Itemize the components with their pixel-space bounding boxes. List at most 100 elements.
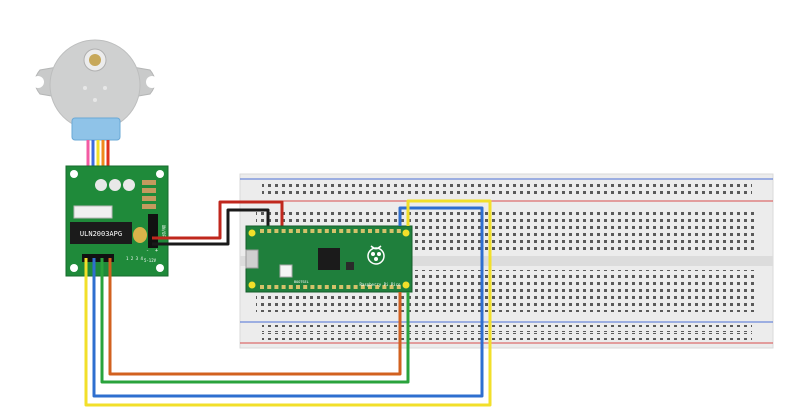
driver-mount-hole: [70, 264, 78, 272]
pico-pin: [274, 285, 279, 289]
center-channel: [240, 256, 773, 266]
bottom-rail-holes-1: [262, 325, 752, 332]
wire-yellow-in4: [84, 199, 492, 407]
power-wires: [152, 200, 284, 246]
pico-pin: [310, 229, 315, 233]
pico-pin: [360, 285, 365, 289]
pico-pin: [368, 285, 372, 289]
led-icon: [95, 179, 107, 191]
pico-pin: [288, 285, 293, 289]
pico-pin: [332, 285, 336, 289]
motor-wire-cap: [71, 117, 121, 141]
wire-blue-in3: [92, 206, 484, 398]
motor-connector: [73, 205, 113, 219]
wire-black-gnd: [152, 208, 270, 246]
minus-label: -: [146, 248, 149, 254]
motor-dot: [83, 86, 87, 90]
pico-pin: [296, 285, 300, 289]
pico-pin: [382, 229, 387, 233]
pico-pin: [396, 229, 401, 233]
motor-left-hole: [32, 76, 44, 88]
bootsel-label: BOOTSEL: [294, 280, 309, 284]
pico-pin: [375, 229, 380, 233]
capacitor: [133, 227, 147, 243]
bootsel-button[interactable]: [279, 264, 293, 278]
pico-pin: [317, 229, 322, 233]
breadboard: [239, 173, 774, 349]
pico-small-chip: [346, 262, 354, 270]
resistor: [142, 204, 156, 209]
pico-pin: [288, 229, 293, 233]
resistor: [142, 188, 156, 193]
pico-brand-label: Raspberry Pi Pico: [360, 282, 402, 287]
pico-bottom-pins: [260, 285, 401, 289]
pico-pin: [368, 229, 372, 233]
bottom-rail-holes-2: [262, 333, 752, 340]
pico-pin: [339, 285, 344, 289]
pico-pin: [260, 229, 264, 233]
top-rail-holes-1: [262, 182, 752, 189]
signal-wires: [84, 199, 492, 407]
pico-pin: [274, 229, 279, 233]
pico-pin: [346, 285, 351, 289]
pico-pin: [396, 285, 401, 289]
pico-pin: [332, 229, 336, 233]
wire-red-vcc: [152, 200, 284, 240]
pico-pin: [353, 285, 358, 289]
plus-label: +: [155, 248, 158, 254]
led-icon: [123, 179, 135, 191]
pico-pin: [317, 285, 322, 289]
driver-mount-hole: [156, 264, 164, 272]
pico-pin: [339, 229, 344, 233]
pico-pin: [281, 285, 286, 289]
header-label: ON/OFF: [161, 225, 166, 240]
pico-pin: [346, 229, 351, 233]
uln2003-chip: [70, 222, 132, 244]
pico-pad: [248, 281, 256, 289]
pico-pin: [303, 285, 308, 289]
chip-label: ULN2003APG: [80, 230, 122, 238]
top-rail-holes-2: [262, 190, 752, 197]
pico-pin: [375, 285, 380, 289]
led-icon: [109, 179, 121, 191]
pico-pin: [267, 285, 272, 289]
motor-dot: [103, 86, 107, 90]
pico-pad: [402, 281, 410, 289]
motor-right-hole: [146, 76, 158, 88]
resistor: [142, 196, 156, 201]
raspberry-logo-icon: [367, 245, 385, 265]
pins-label: 1 2 3 4: [126, 256, 143, 261]
pico-pin: [389, 229, 394, 233]
pico-pin: [310, 285, 315, 289]
pico-pin: [389, 285, 394, 289]
wire-orange-in1: [108, 258, 402, 376]
pico-pin: [296, 229, 300, 233]
pico-pad: [402, 229, 410, 237]
pico-pin: [382, 285, 387, 289]
wire-green-in2: [100, 258, 410, 384]
pico-pin: [267, 229, 272, 233]
usb-connector: [245, 249, 259, 269]
driver-mount-hole: [156, 170, 164, 178]
pico-pin: [303, 229, 308, 233]
stepper-motor: [32, 39, 158, 141]
pico-pin: [260, 285, 264, 289]
power-label: 5-12V: [144, 258, 157, 263]
rp2040-chip: [318, 248, 340, 270]
pico-top-pins: [260, 229, 401, 233]
motor-shaft: [89, 54, 101, 66]
pico-board: BOOTSEL Raspberry Pi Pico: [245, 225, 413, 293]
driver-board: ULN2003APG ON/OFF 1 2 3 4 5-12V - +: [65, 165, 169, 277]
power-header: [148, 214, 158, 248]
pico-pad: [248, 229, 256, 237]
motor-dot: [93, 98, 97, 102]
pico-pin: [324, 285, 329, 289]
resistor: [142, 180, 156, 185]
pico-pin: [281, 229, 286, 233]
pico-pin: [360, 229, 365, 233]
pico-pin: [353, 229, 358, 233]
input-header: [82, 254, 114, 262]
pico-pin: [324, 229, 329, 233]
driver-mount-hole: [70, 170, 78, 178]
